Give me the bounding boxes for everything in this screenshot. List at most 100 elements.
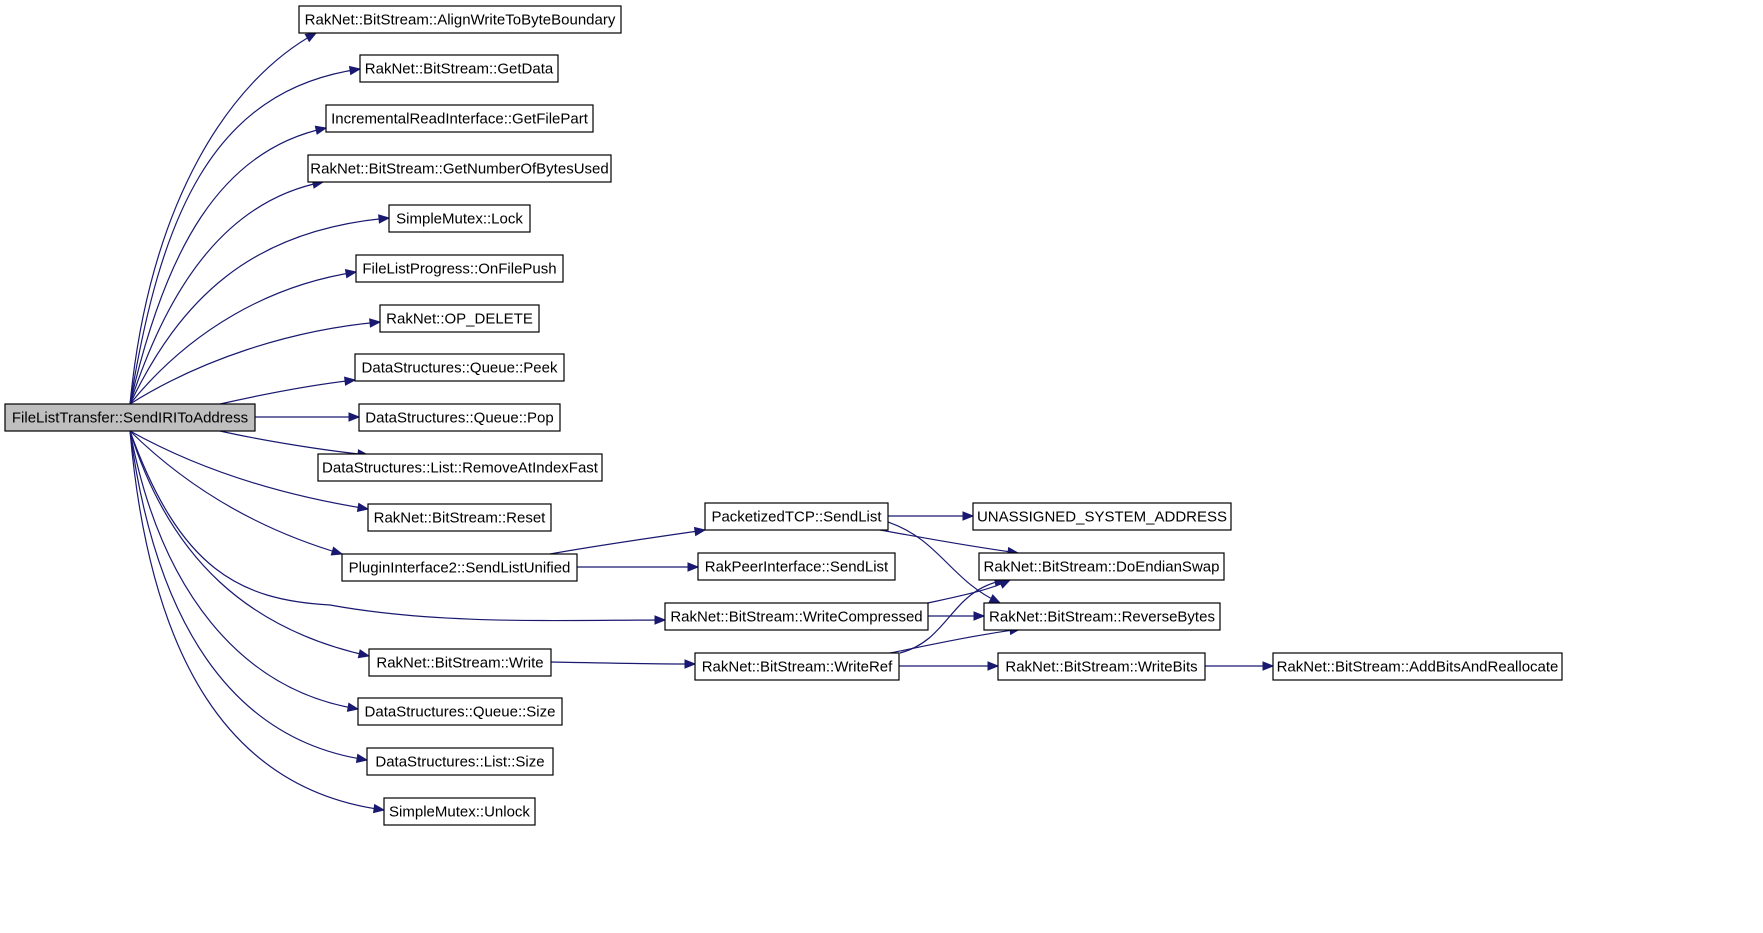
edge-root-to-sendlistunified <box>129 430 343 555</box>
edge-root-to-lock <box>129 217 390 405</box>
edge-root-to-onfilepush-arrowhead <box>344 268 358 279</box>
node-reversebytes[interactable]: RakNet::BitStream::ReverseBytes <box>983 602 1221 631</box>
edge-writeref-to-doendian <box>899 579 1006 654</box>
node-label: FileListTransfer::SendIRIToAddress <box>12 410 248 427</box>
node-onfilepush[interactable]: FileListProgress::OnFilePush <box>355 254 564 283</box>
edge-root-to-sendlistunified-arrowhead <box>330 546 344 556</box>
edge-root-to-qsize-arrowhead <box>346 702 360 712</box>
node-box <box>358 403 561 432</box>
edge-root-to-lsize-arrowhead <box>355 753 369 764</box>
edge-ptcpsendlist-to-doendian <box>879 529 1019 554</box>
node-box <box>307 154 612 183</box>
node-label: PluginInterface2::SendListUnified <box>349 560 571 577</box>
edge-sendlistunified-to-ptcpsendlist <box>549 529 706 555</box>
edge-writecompressed-to-reversebytes-arrowhead <box>973 611 986 621</box>
edge-root-to-getdata <box>129 68 361 405</box>
node-ptcpsendlist[interactable]: PacketizedTCP::SendList <box>704 502 889 531</box>
node-label: RakNet::BitStream::DoEndianSwap <box>984 559 1220 576</box>
node-box <box>4 403 256 432</box>
node-addbits[interactable]: RakNet::BitStream::AddBitsAndReallocate <box>1272 652 1563 681</box>
node-box <box>972 502 1232 531</box>
edge-root-to-lock-arrowhead <box>378 214 391 224</box>
edge-root-to-unlock-arrowhead <box>372 803 386 814</box>
edge-root-to-pop-arrowhead <box>348 412 361 422</box>
node-box <box>694 652 900 681</box>
node-box <box>367 503 552 532</box>
node-label: IncrementalReadInterface::GetFilePart <box>331 111 589 128</box>
node-box <box>298 5 622 34</box>
edge-writebits-to-addbits-arrowhead <box>1262 661 1275 671</box>
edge-root-to-write <box>129 430 370 657</box>
node-label: RakNet::BitStream::WriteBits <box>1005 659 1197 676</box>
node-unassigned[interactable]: UNASSIGNED_SYSTEM_ADDRESS <box>972 502 1232 531</box>
node-qsize[interactable]: DataStructures::Queue::Size <box>357 697 563 726</box>
node-getdata[interactable]: RakNet::BitStream::GetData <box>359 54 559 83</box>
edge-ptcpsendlist-to-unassigned-arrowhead <box>962 511 975 521</box>
node-box <box>368 648 552 677</box>
node-box <box>697 552 896 581</box>
edge-writeref-to-writebits-arrowhead <box>987 661 1000 671</box>
node-box <box>664 602 929 631</box>
node-writeref[interactable]: RakNet::BitStream::WriteRef <box>694 652 900 681</box>
edge-writeref-to-reversebytes <box>889 628 1021 654</box>
edge-root-to-getnumbytes <box>129 181 324 405</box>
node-box <box>379 304 540 333</box>
node-label: RakNet::BitStream::WriteCompressed <box>670 609 922 626</box>
node-getnumbytes[interactable]: RakNet::BitStream::GetNumberOfBytesUsed <box>307 154 612 183</box>
node-box <box>357 697 563 726</box>
edge-root-to-opdelete <box>129 321 381 405</box>
node-writecompressed[interactable]: RakNet::BitStream::WriteCompressed <box>664 602 929 631</box>
node-label: DataStructures::Queue::Size <box>365 704 556 721</box>
node-doendian[interactable]: RakNet::BitStream::DoEndianSwap <box>978 552 1225 581</box>
edge-root-to-align <box>129 32 317 405</box>
node-root[interactable]: FileListTransfer::SendIRIToAddress <box>4 403 256 432</box>
node-lsize[interactable]: DataStructures::List::Size <box>366 747 554 776</box>
node-unlock[interactable]: SimpleMutex::Unlock <box>383 797 536 826</box>
node-removeat[interactable]: DataStructures::List::RemoveAtIndexFast <box>317 453 603 482</box>
edge-root-to-opdelete-arrowhead <box>369 318 382 328</box>
node-label: RakNet::BitStream::Reset <box>374 510 547 527</box>
node-box <box>704 502 889 531</box>
node-lock[interactable]: SimpleMutex::Lock <box>388 204 531 233</box>
edge-root-to-removeat <box>219 430 369 456</box>
node-rakpeersendlist[interactable]: RakPeerInterface::SendList <box>697 552 896 581</box>
edge-root-to-write-arrowhead <box>357 649 371 659</box>
node-label: SimpleMutex::Unlock <box>389 804 530 821</box>
node-label: DataStructures::List::Size <box>375 754 544 771</box>
node-label: PacketizedTCP::SendList <box>711 509 882 526</box>
node-opdelete[interactable]: RakNet::OP_DELETE <box>379 304 540 333</box>
node-peek[interactable]: DataStructures::Queue::Peek <box>354 353 565 382</box>
edge-root-to-align-arrowhead <box>304 32 318 43</box>
node-label: RakNet::BitStream::GetData <box>365 61 554 78</box>
edge-root-to-getfilepart <box>129 127 327 405</box>
node-label: RakNet::BitStream::ReverseBytes <box>989 609 1215 626</box>
node-getfilepart[interactable]: IncrementalReadInterface::GetFilePart <box>325 104 594 133</box>
node-sendlistunified[interactable]: PluginInterface2::SendListUnified <box>341 553 578 582</box>
edge-write-to-writeref <box>550 661 696 665</box>
node-pop[interactable]: DataStructures::Queue::Pop <box>358 403 561 432</box>
node-box <box>388 204 531 233</box>
node-box <box>354 353 565 382</box>
edge-sendlistunified-to-ptcpsendlist-arrowhead <box>693 526 707 537</box>
node-box <box>1272 652 1563 681</box>
edge-root-to-lsize <box>129 430 368 761</box>
node-label: RakNet::OP_DELETE <box>386 311 533 328</box>
edge-root-to-reset <box>129 430 369 510</box>
node-box <box>383 797 536 826</box>
node-label: RakPeerInterface::SendList <box>705 559 889 576</box>
node-box <box>997 652 1206 681</box>
node-box <box>359 54 559 83</box>
node-align[interactable]: RakNet::BitStream::AlignWriteToByteBound… <box>298 5 622 34</box>
node-write[interactable]: RakNet::BitStream::Write <box>368 648 552 677</box>
node-reset[interactable]: RakNet::BitStream::Reset <box>367 503 552 532</box>
edge-ptcpsendlist-to-reversebytes <box>887 521 1001 604</box>
node-label: RakNet::BitStream::Write <box>376 655 543 672</box>
node-label: FileListProgress::OnFilePush <box>362 261 556 278</box>
edge-root-to-writecompressed-arrowhead <box>654 615 667 625</box>
nodes-layer: FileListTransfer::SendIRIToAddressRakNet… <box>4 5 1563 826</box>
edge-ptcpsendlist-to-reversebytes-arrowhead <box>988 594 1002 604</box>
node-label: RakNet::BitStream::AddBitsAndReallocate <box>1277 659 1559 676</box>
edge-root-to-peek <box>219 379 356 405</box>
node-writebits[interactable]: RakNet::BitStream::WriteBits <box>997 652 1206 681</box>
